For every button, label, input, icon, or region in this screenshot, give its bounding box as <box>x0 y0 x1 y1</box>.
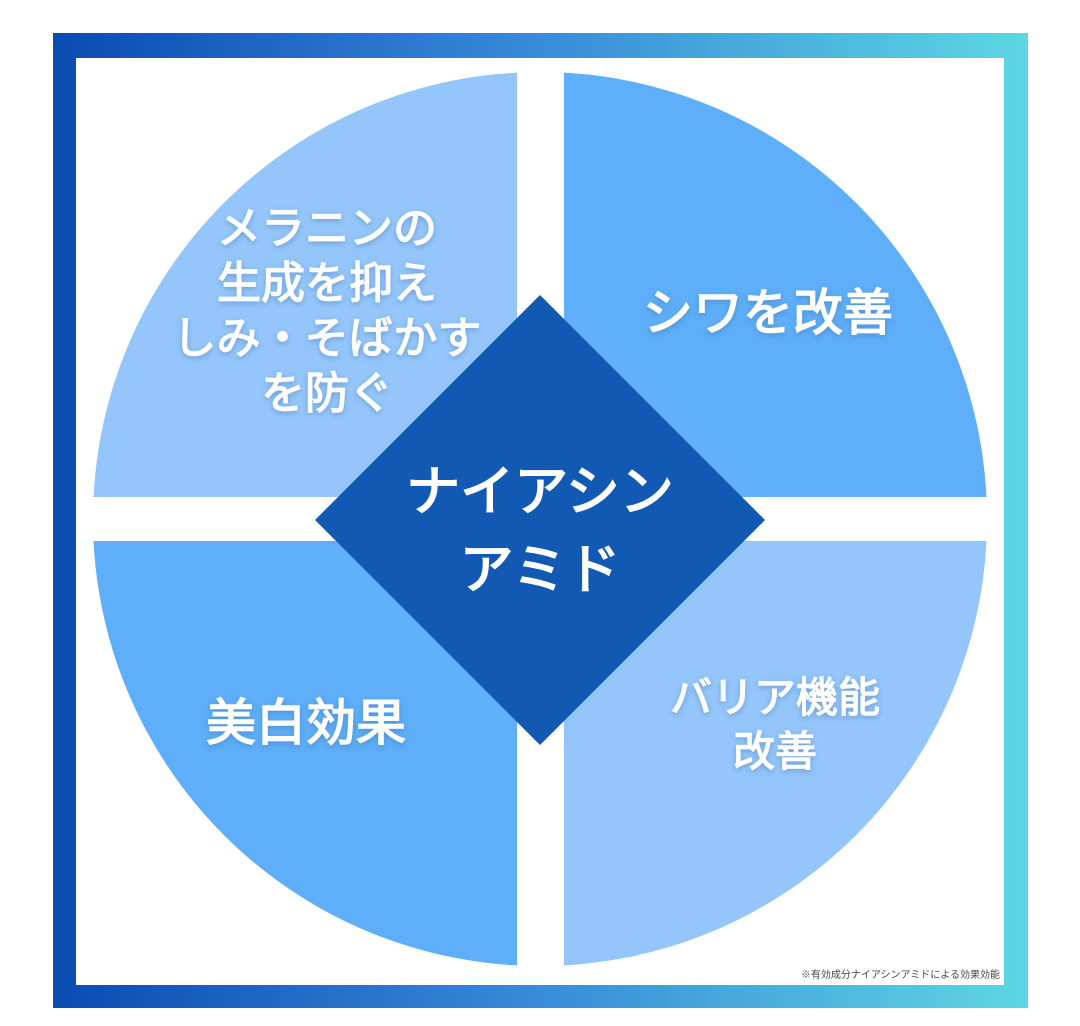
center-label-line-2: アミド <box>460 538 621 601</box>
top-left-label-line-2: 生成を抑え <box>217 258 437 309</box>
center-diamond <box>315 295 765 745</box>
top-left-label-line-3: しみ・そばかす <box>173 313 482 364</box>
top-left-label-line-4: を防ぐ <box>261 368 393 419</box>
footnote: ※有効成分ナイアシンアミドによる効果効能 <box>800 970 1000 981</box>
bottom-left-label: 美白効果 <box>206 694 406 752</box>
top-left-label-line-1: メラニンの <box>217 203 437 254</box>
bottom-right-label-line-2: 改善 <box>733 727 817 776</box>
center-label-line-1: ナイアシン <box>406 460 674 523</box>
bottom-right-label-line-1: バリア機能 <box>670 673 880 722</box>
top-right-label: シワを改善 <box>643 284 893 342</box>
